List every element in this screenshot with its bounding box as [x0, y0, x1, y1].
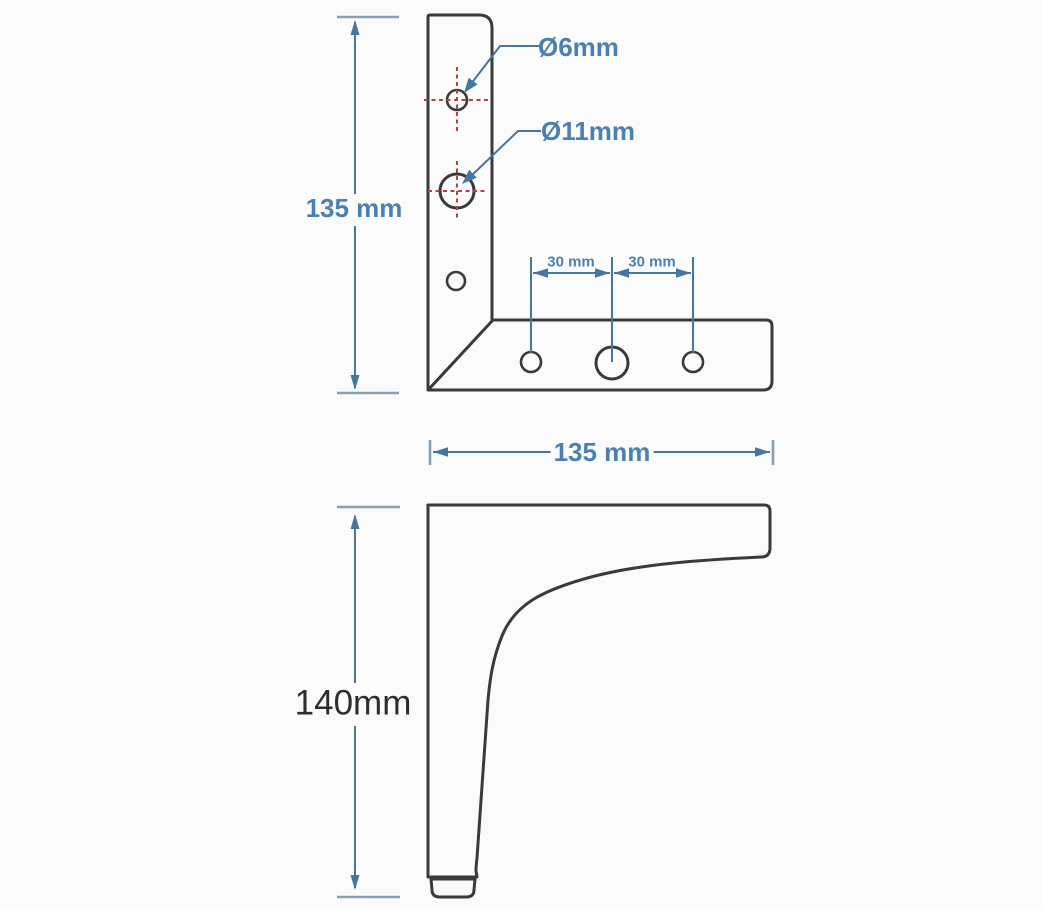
bracket-width-label: 135 mm	[550, 438, 654, 466]
hole-bottom-right	[681, 350, 705, 374]
dimension-bracket-width	[428, 440, 775, 465]
bracket-outline	[426, 13, 774, 392]
dimension-bracket-height	[337, 15, 399, 395]
side-view-leg	[337, 503, 772, 899]
hole-11mm-centerlines	[428, 161, 486, 221]
leg-height-label: 140mm	[291, 684, 415, 722]
bracket-bend-line	[427, 319, 494, 391]
leader-hole-6mm	[464, 45, 540, 93]
hole-bottom-left	[519, 350, 543, 374]
hole-plain-vertical	[445, 270, 467, 292]
bracket-height-label: 135 mm	[302, 194, 406, 222]
dimension-leg-height	[337, 505, 400, 899]
leg-outline	[426, 503, 772, 879]
hole-11mm-label: Ø11mm	[541, 116, 635, 146]
leg-foot-cap	[429, 877, 477, 899]
hole-spacing-left-label: 30 mm	[547, 253, 595, 271]
hole-6mm-centerlines	[424, 67, 490, 133]
dimension-hole-spacing	[530, 257, 694, 362]
hole-spacing-right-label: 30 mm	[628, 253, 676, 271]
leader-hole-11mm	[462, 130, 541, 184]
top-view-bracket	[337, 13, 775, 465]
hole-6mm-label: Ø6mm	[538, 32, 619, 62]
